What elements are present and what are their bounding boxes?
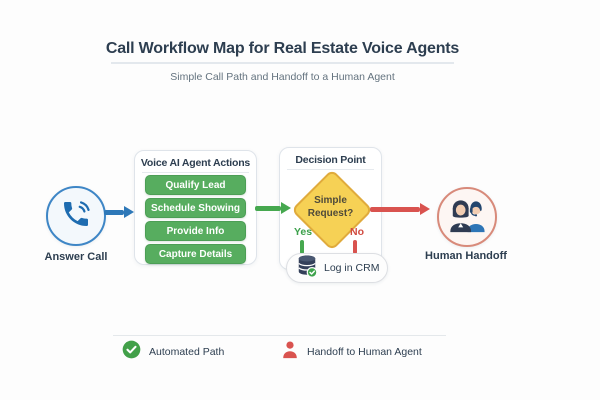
legend-handoff-label: Handoff to Human Agent [307,345,422,358]
legend-divider [113,335,446,336]
decision-box-title: Decision Point [295,154,366,166]
human-handoff-label: Human Handoff [425,250,507,262]
action-button-capture-details: Capture Details [145,244,246,264]
page-title: Call Workflow Map for Real Estate Voice … [105,40,460,57]
page-subtitle: Simple Call Path and Handoff to a Human … [170,71,395,83]
voice-ai-actions-box: Voice AI Agent Actions Qualify Lead Sche… [134,150,257,265]
answer-call-node [46,186,106,246]
support-agents-icon [446,197,488,238]
decision-title-rule [287,169,374,170]
legend-item-handoff: Handoff to Human Agent [281,340,422,364]
action-button-qualify-lead: Qualify Lead [145,175,246,195]
title-underline [111,62,454,64]
no-branch-label: No [350,226,364,238]
voice-ai-title-rule [142,172,249,173]
check-circle-icon [122,340,141,364]
log-in-crm-node: Log in CRM [286,253,388,283]
phone-waves-icon [60,198,92,235]
action-button-schedule-showing: Schedule Showing [145,198,246,218]
human-handoff-node [437,187,497,247]
person-icon [281,340,299,364]
legend-automated-label: Automated Path [149,345,225,358]
arrow-answer-to-voiceai [104,206,134,218]
voice-ai-box-title: Voice AI Agent Actions [140,157,251,169]
arrow-decision-to-handoff [370,203,430,215]
database-check-icon [296,254,318,283]
yes-branch-connector [300,240,304,254]
log-in-crm-label: Log in CRM [324,262,380,274]
legend-item-automated: Automated Path [122,340,225,364]
arrow-voiceai-to-decision [255,202,291,214]
action-button-provide-info: Provide Info [145,221,246,241]
yes-branch-label: Yes [293,226,313,238]
answer-call-label: Answer Call [44,251,108,263]
no-branch-connector [353,240,357,254]
decision-question: Simple Request? [307,195,354,219]
